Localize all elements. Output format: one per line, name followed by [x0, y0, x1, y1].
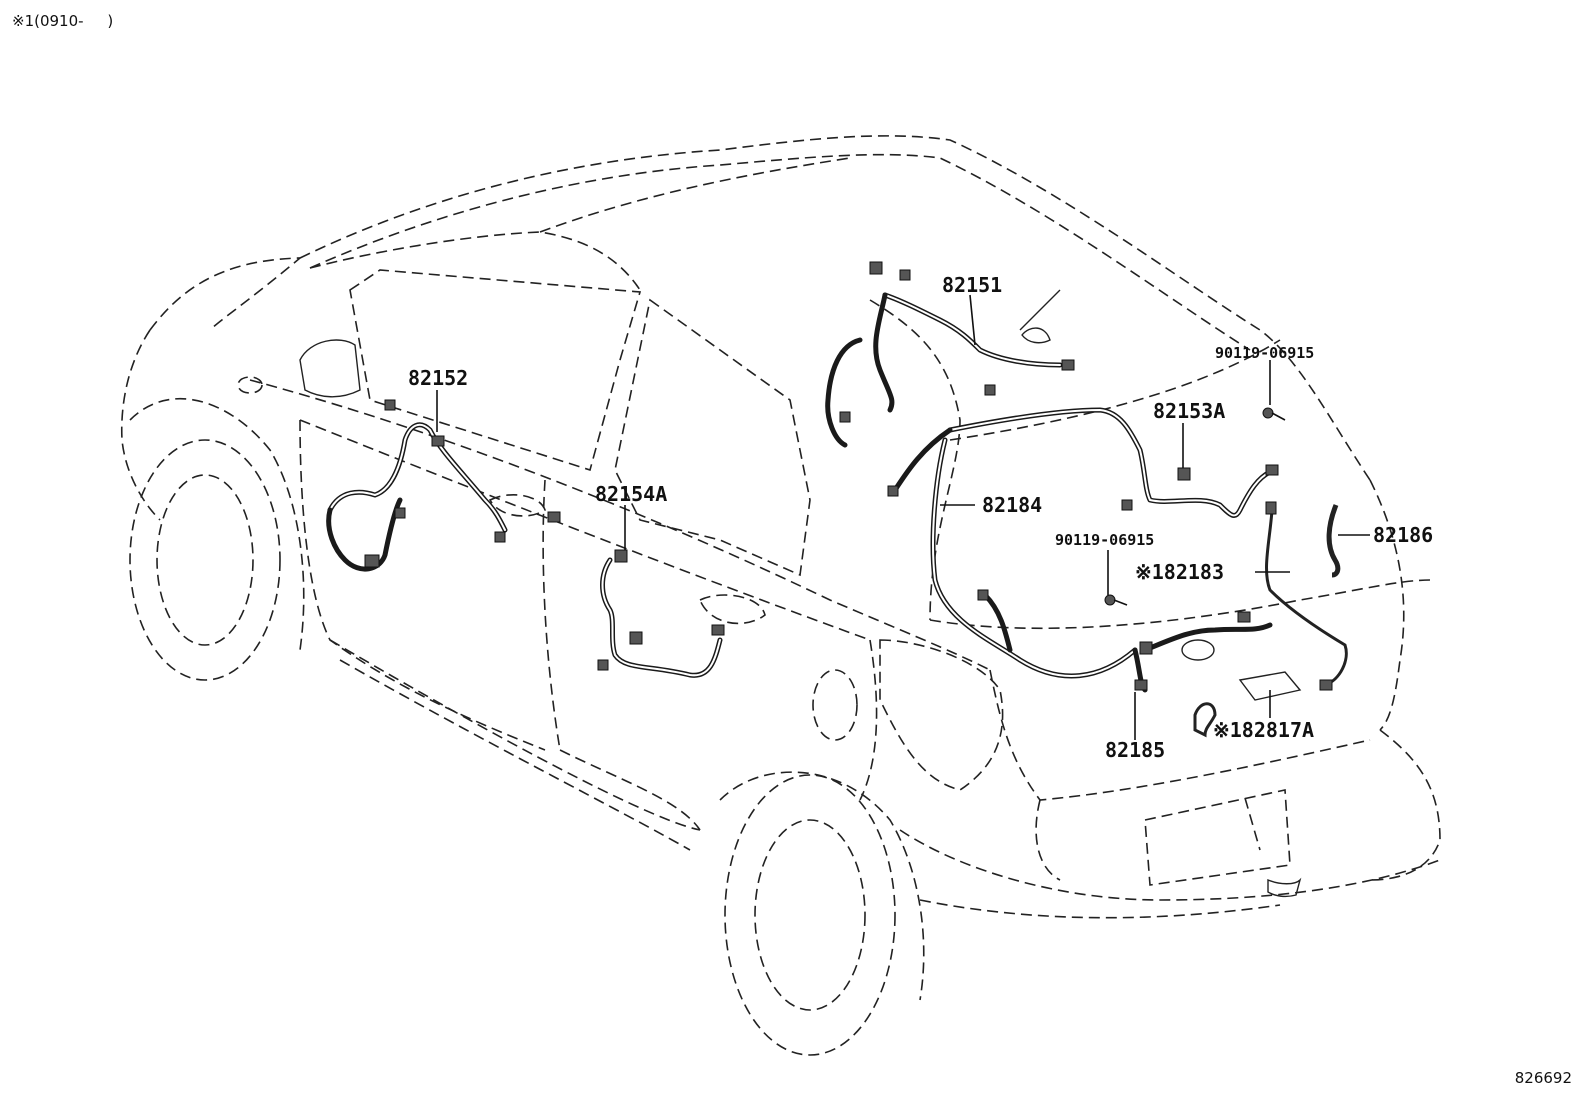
- harness-back-door-cable[interactable]: [1193, 501, 1348, 738]
- harness-front-door[interactable]: [326, 399, 561, 572]
- callout-90119-06915-upper: 90119-06915: [1215, 344, 1314, 362]
- callout-82183: ※182183: [1135, 560, 1224, 584]
- callout-82185: 82185: [1105, 738, 1165, 762]
- callout-82184: 82184: [982, 493, 1042, 517]
- harness-rear-door[interactable]: [597, 549, 725, 678]
- callout-82154A: 82154A: [595, 482, 667, 506]
- bolt-icon[interactable]: [1262, 407, 1286, 421]
- callout-82186: 82186: [1373, 523, 1433, 547]
- callout-82152: 82152: [408, 366, 468, 390]
- car-body-outline: [120, 135, 1441, 1056]
- callout-82817A: ※182817A: [1213, 718, 1314, 742]
- harness-hatch[interactable]: [947, 407, 1279, 518]
- harness-rear-body[interactable]: [887, 427, 1138, 679]
- callout-82151: 82151: [942, 273, 1002, 297]
- bolt-icon[interactable]: [1104, 594, 1128, 606]
- leader-lines: [436, 294, 1370, 740]
- harness-rear-floor[interactable]: [1132, 611, 1273, 693]
- applicability-note: ※1(0910- ): [12, 12, 114, 30]
- figure-number: 826692: [1514, 1069, 1572, 1087]
- callout-82153A: 82153A: [1153, 399, 1225, 423]
- callout-90119-06915-lower: 90119-06915: [1055, 531, 1154, 549]
- harness-roof[interactable]: [825, 261, 1075, 448]
